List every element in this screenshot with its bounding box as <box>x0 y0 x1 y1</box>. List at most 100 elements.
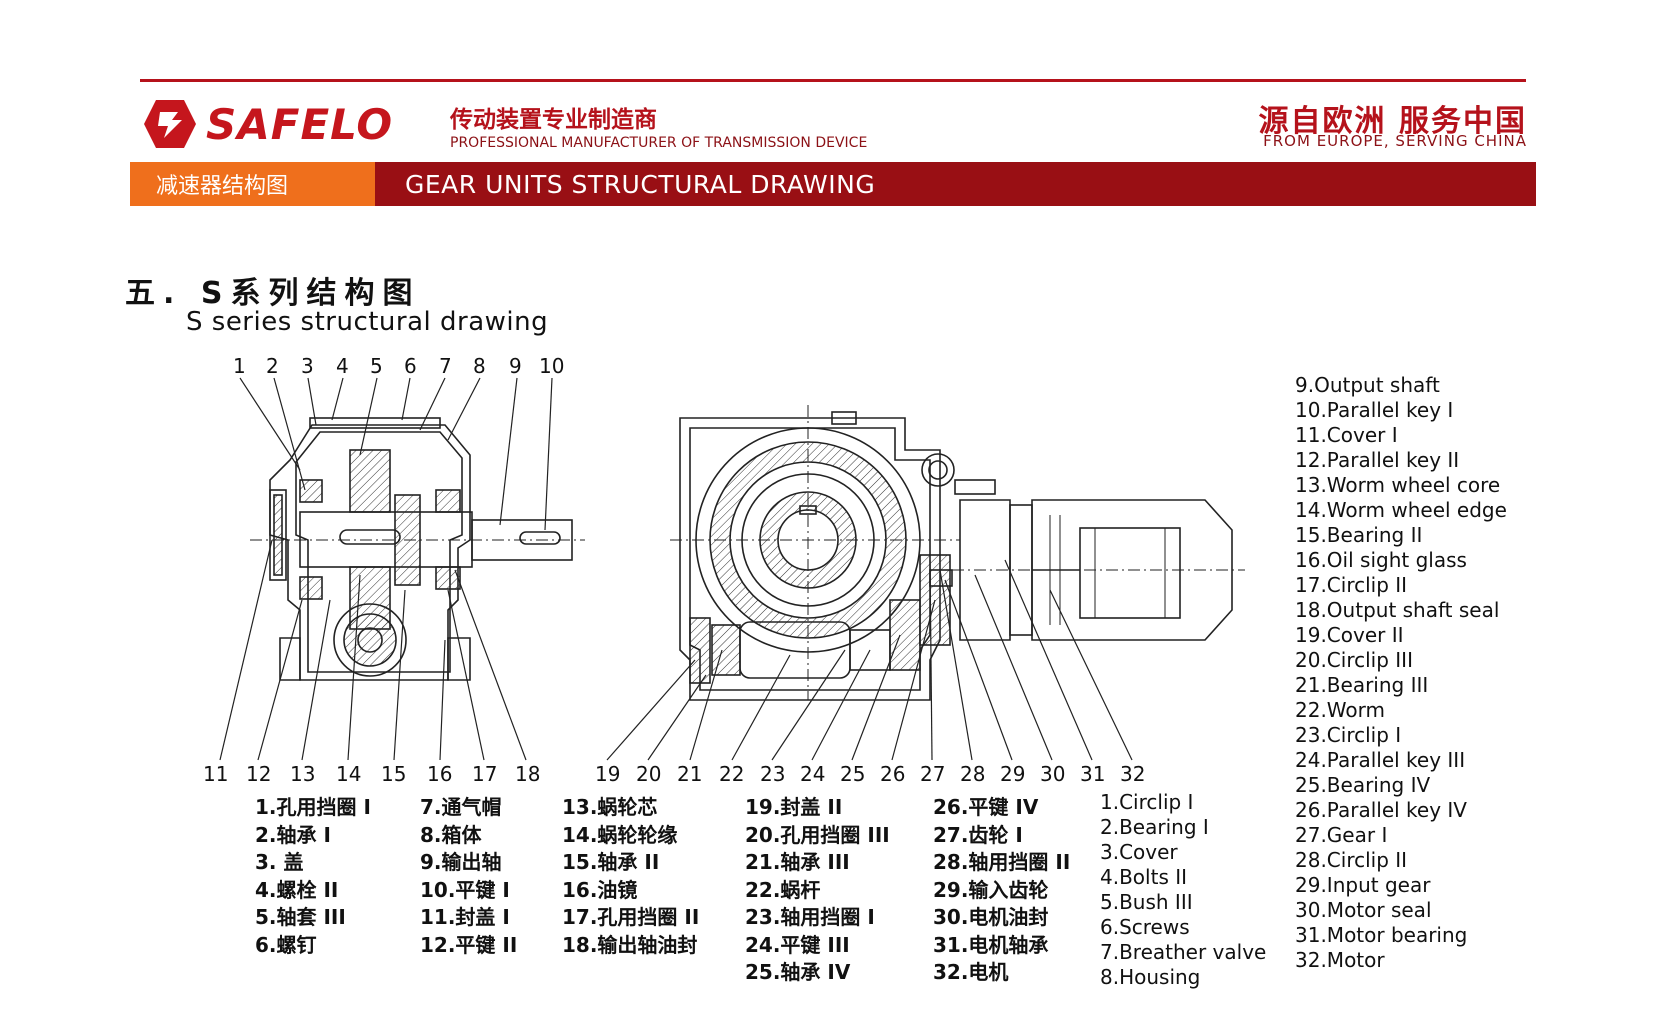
part-cn: 31.电机轴承 <box>933 932 1049 957</box>
drawing-title-en: S series structural drawing <box>186 307 549 337</box>
brand-name: SAFELO <box>206 99 394 149</box>
parts-legend-cn-col1: 1.孔用挡圈 I 2.轴承 I 3. 盖 4.螺栓 II 5.轴套 III 6.… <box>255 794 371 959</box>
callout-14: 14 <box>336 762 362 786</box>
section-band-cn: 减速器结构图 <box>130 162 375 206</box>
section-band-en: GEAR UNITS STRUCTURAL DRAWING <box>375 162 1536 206</box>
part-en: 1.Circlip I <box>1100 790 1194 814</box>
callout-6: 6 <box>404 354 417 378</box>
part-cn: 27.齿轮 I <box>933 822 1023 847</box>
part-cn: 30.电机油封 <box>933 905 1049 929</box>
part-cn: 15.轴承 II <box>562 850 660 874</box>
part-en: 29.Input gear <box>1295 873 1431 897</box>
part-en: 25.Bearing IV <box>1295 773 1431 797</box>
brand-logo: SAFELO <box>142 98 393 150</box>
part-cn: 1.孔用挡圈 I <box>255 795 371 819</box>
part-en: 20.Circlip III <box>1295 648 1413 672</box>
tagline-cn: 传动装置专业制造商 <box>450 107 657 133</box>
part-cn: 2.轴承 I <box>255 822 331 847</box>
part-cn: 32.电机 <box>933 960 1009 984</box>
part-en: 11.Cover I <box>1295 423 1398 447</box>
callout-13: 13 <box>290 762 316 786</box>
callout-3: 3 <box>301 354 314 378</box>
part-en: 4.Bolts II <box>1100 865 1188 889</box>
part-en: 19.Cover II <box>1295 623 1404 647</box>
part-cn: 29.输入齿轮 <box>933 877 1049 902</box>
parts-legend-en-b: 9.Output shaft 10.Parallel key I 11.Cove… <box>1295 373 1507 973</box>
part-cn: 3. 盖 <box>255 850 304 874</box>
parts-legend-cn-col2: 7.通气帽 8.箱体 9.输出轴 10.平键 I 11.封盖 I 12.平键 I… <box>420 794 517 959</box>
part-cn: 28.轴用挡圈 II <box>933 850 1071 874</box>
callout-31: 31 <box>1080 762 1106 786</box>
side-section-view <box>250 417 585 681</box>
callout-30: 30 <box>1040 762 1066 786</box>
part-cn: 13.蜗轮芯 <box>562 795 658 819</box>
part-en: 12.Parallel key II <box>1295 448 1460 472</box>
part-en: 17.Circlip II <box>1295 573 1408 597</box>
part-en: 23.Circlip I <box>1295 723 1402 747</box>
callout-25: 25 <box>840 762 866 786</box>
part-cn: 7.通气帽 <box>420 795 502 819</box>
callout-18: 18 <box>515 762 541 786</box>
part-cn: 8.箱体 <box>420 822 482 847</box>
part-en: 32.Motor <box>1295 948 1385 972</box>
part-en: 26.Parallel key IV <box>1295 798 1467 822</box>
callout-11: 11 <box>203 762 229 786</box>
parts-legend-cn-col3: 13.蜗轮芯 14.蜗轮轮缘 15.轴承 II 16.油镜 17.孔用挡圈 II… <box>562 794 699 959</box>
part-cn: 19.封盖 II <box>745 795 843 819</box>
slogan-en: FROM EUROPE, SERVING CHINA <box>1263 132 1527 150</box>
front-section-view <box>670 405 1245 701</box>
tagline-en: PROFESSIONAL MANUFACTURER OF TRANSMISSIO… <box>450 135 868 151</box>
part-en: 3.Cover <box>1100 840 1178 864</box>
part-cn: 25.轴承 IV <box>745 960 851 984</box>
part-cn: 14.蜗轮轮缘 <box>562 822 678 847</box>
callout-21: 21 <box>677 762 703 786</box>
part-en: 16.Oil sight glass <box>1295 548 1467 572</box>
callout-29: 29 <box>1000 762 1026 786</box>
callout-23: 23 <box>760 762 786 786</box>
leader-lines <box>219 377 1133 761</box>
part-en: 8.Housing <box>1100 965 1201 989</box>
part-en: 7.Breather valve <box>1100 940 1267 964</box>
callout-12: 12 <box>246 762 272 786</box>
part-en: 10.Parallel key I <box>1295 398 1454 422</box>
safelo-logo-icon <box>144 100 196 148</box>
part-en: 14.Worm wheel edge <box>1295 498 1507 522</box>
part-cn: 5.轴套 III <box>255 905 346 929</box>
part-cn: 21.轴承 III <box>745 850 850 874</box>
callout-4: 4 <box>336 354 349 378</box>
part-cn: 23.轴用挡圈 I <box>745 905 875 929</box>
callout-10: 10 <box>539 354 565 378</box>
callout-1: 1 <box>233 354 246 378</box>
callout-22: 22 <box>719 762 745 786</box>
part-cn: 18.输出轴油封 <box>562 932 698 957</box>
part-en: 21.Bearing III <box>1295 673 1429 697</box>
callout-9: 9 <box>509 354 522 378</box>
part-en: 31.Motor bearing <box>1295 923 1468 947</box>
part-cn: 16.油镜 <box>562 877 638 902</box>
part-en: 28.Circlip II <box>1295 848 1408 872</box>
part-en: 6.Screws <box>1100 915 1190 939</box>
callout-26: 26 <box>880 762 906 786</box>
part-en: 13.Worm wheel core <box>1295 473 1501 497</box>
part-cn: 12.平键 II <box>420 932 518 957</box>
part-en: 30.Motor seal <box>1295 898 1432 922</box>
part-en: 5.Bush III <box>1100 890 1193 914</box>
drawing-title-cn: 五. S系列结构图 <box>125 276 421 311</box>
part-cn: 10.平键 I <box>420 877 510 902</box>
part-en: 24.Parallel key III <box>1295 748 1466 772</box>
part-en: 15.Bearing II <box>1295 523 1423 547</box>
part-cn: 22.蜗杆 <box>745 877 821 902</box>
callout-19: 19 <box>595 762 621 786</box>
callout-15: 15 <box>381 762 407 786</box>
callout-7: 7 <box>439 354 452 378</box>
callout-2: 2 <box>266 354 279 378</box>
part-cn: 4.螺栓 II <box>255 877 339 902</box>
part-en: 27.Gear I <box>1295 823 1388 847</box>
parts-legend-cn-col5: 26.平键 IV 27.齿轮 I 28.轴用挡圈 II 29.输入齿轮 30.电… <box>933 794 1070 987</box>
callout-17: 17 <box>472 762 498 786</box>
header-top-rule <box>140 79 1526 82</box>
part-cn: 9.输出轴 <box>420 850 502 874</box>
callout-28: 28 <box>960 762 986 786</box>
callout-16: 16 <box>427 762 453 786</box>
